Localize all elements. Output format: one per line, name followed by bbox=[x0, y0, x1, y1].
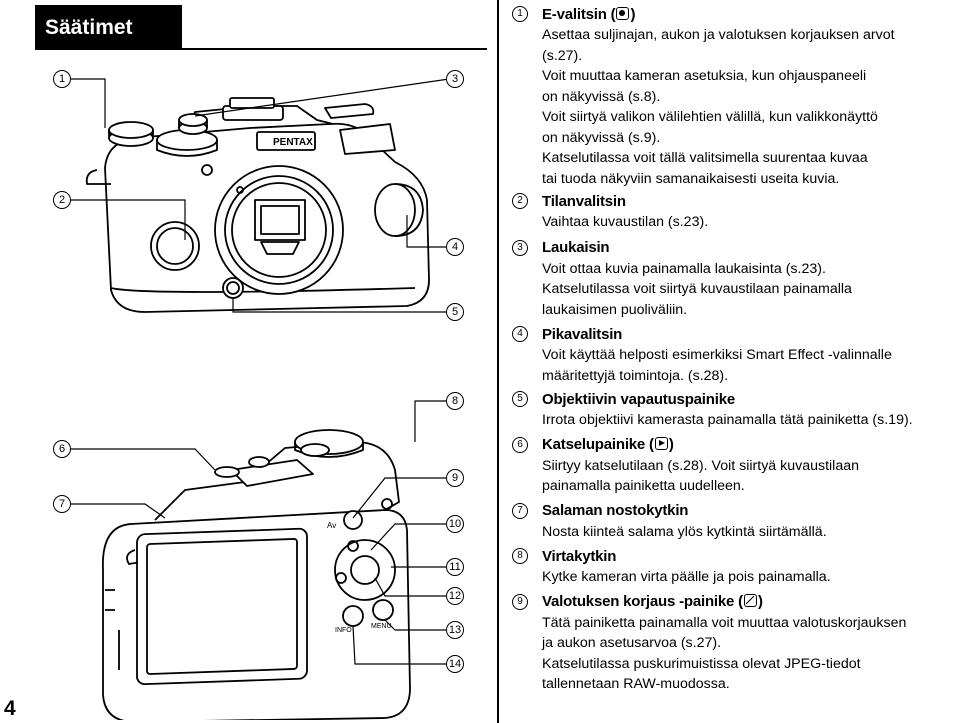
entry-playback-button: 6 Katselupainike () Siirtyy katselutilaa… bbox=[512, 435, 957, 497]
entry-description: Siirtyy katselutilaan (s.28). Voit siirt… bbox=[542, 457, 859, 495]
entry-e-dial: 1 E-valitsin () Asettaa suljinajan, auko… bbox=[512, 4, 957, 189]
callout-5: 5 bbox=[446, 303, 464, 321]
exposure-compensation-icon bbox=[743, 594, 757, 607]
callout-1: 1 bbox=[53, 70, 71, 88]
entry-mode-dial: 2 Tilanvalitsin Vaihtaa kuvaustilan (s.2… bbox=[512, 191, 957, 233]
callout-6: 6 bbox=[53, 440, 71, 458]
callout-13: 13 bbox=[446, 621, 464, 639]
entry-number: 2 bbox=[512, 193, 528, 209]
entry-lens-unlock-button: 5 Objektiivin vapautuspainike Irrota obj… bbox=[512, 389, 957, 431]
callout-11: 11 bbox=[446, 558, 464, 576]
entry-description: Vaihtaa kuvaustilan (s.23). bbox=[542, 214, 709, 230]
entry-title: Pikavalitsin bbox=[542, 325, 623, 343]
entry-description: Voit ottaa kuvia painamalla laukaisinta … bbox=[542, 260, 852, 318]
entry-description: Irrota objektiivi kamerasta painamalla t… bbox=[542, 412, 913, 428]
entry-title: Laukaisin bbox=[542, 239, 610, 256]
entry-flash-pop-up-lever: 7 Salaman nostokytkin Nosta kiinteä sala… bbox=[512, 501, 957, 543]
entry-title: Tilanvalitsin bbox=[542, 192, 626, 210]
brand-label: PENTAX bbox=[273, 137, 313, 148]
entry-title: Salaman nostokytkin bbox=[542, 502, 689, 519]
entry-title: E-valitsin () bbox=[542, 5, 636, 23]
column-divider bbox=[497, 0, 499, 723]
controls-description-list: 1 E-valitsin () Asettaa suljinajan, auko… bbox=[512, 4, 957, 695]
entry-number: 8 bbox=[512, 548, 528, 564]
entry-description: Nosta kiinteä salama ylös kytkintä siirt… bbox=[542, 523, 827, 540]
callout-4: 4 bbox=[446, 238, 464, 256]
entry-quick-dial: 4 Pikavalitsin Voit käyttää helposti esi… bbox=[512, 324, 957, 386]
callout-3: 3 bbox=[446, 70, 464, 88]
entry-title: Virtakytkin bbox=[542, 547, 617, 565]
entry-description: Asettaa suljinajan, aukon ja valotuksen … bbox=[542, 27, 895, 187]
callout-12: 12 bbox=[446, 587, 464, 605]
page-title: Säätimet bbox=[35, 5, 182, 50]
callout-14: 14 bbox=[446, 655, 464, 673]
entry-number: 9 bbox=[512, 593, 528, 610]
av-label: Av bbox=[327, 521, 336, 530]
camera-illustration: PENTAX Av INFO MENU bbox=[71, 78, 463, 720]
callout-8: 8 bbox=[446, 392, 464, 410]
entry-description: Kytke kameran virta päälle ja pois paina… bbox=[542, 569, 831, 585]
callout-7: 7 bbox=[53, 495, 71, 513]
entry-number: 4 bbox=[512, 326, 528, 342]
entry-description: Tätä painiketta painamalla voit muuttaa … bbox=[542, 614, 907, 693]
callout-10: 10 bbox=[446, 515, 464, 533]
title-rule bbox=[182, 48, 487, 50]
info-label: INFO bbox=[335, 627, 352, 634]
camera-back-view bbox=[102, 429, 411, 720]
entry-power-switch: 8 Virtakytkin Kytke kameran virta päälle… bbox=[512, 546, 957, 588]
entry-description: Voit käyttää helposti esimerkiksi Smart … bbox=[542, 347, 892, 384]
playback-icon bbox=[654, 437, 668, 450]
camera-front-view bbox=[85, 97, 430, 313]
entry-shutter-release: 3 Laukaisin Voit ottaa kuvia painamalla … bbox=[512, 238, 957, 321]
page-number: 4 bbox=[4, 697, 16, 720]
entry-number: 5 bbox=[512, 391, 528, 407]
menu-label: MENU bbox=[371, 623, 392, 630]
entry-number: 3 bbox=[512, 239, 528, 256]
entry-title: Objektiivin vapautuspainike bbox=[542, 390, 735, 408]
entry-exposure-compensation-button: 9 Valotuksen korjaus -painike () Tätä pa… bbox=[512, 592, 957, 695]
entry-number: 1 bbox=[512, 6, 528, 22]
e-dial-icon bbox=[616, 6, 630, 20]
callout-2: 2 bbox=[53, 191, 71, 209]
entry-title: Katselupainike () bbox=[542, 436, 674, 453]
callout-9: 9 bbox=[446, 469, 464, 487]
entry-number: 6 bbox=[512, 436, 528, 453]
entry-number: 7 bbox=[512, 502, 528, 519]
entry-title: Valotuksen korjaus -painike () bbox=[542, 593, 763, 610]
